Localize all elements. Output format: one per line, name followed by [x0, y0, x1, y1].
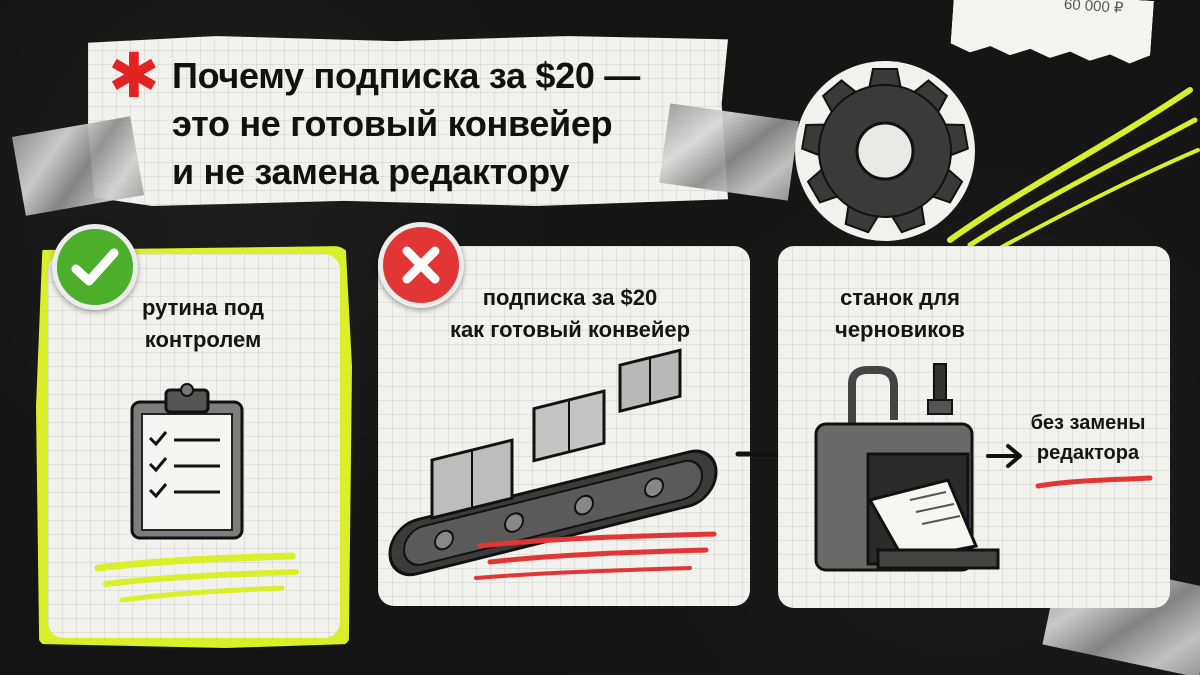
editor-label: без замены редактора — [1030, 412, 1146, 464]
subscription-label: подписка за $20 как готовый конвейер — [449, 285, 691, 342]
routine-label: рутина под контролем — [142, 295, 264, 352]
red-underline-short — [1035, 475, 1153, 489]
check-icon — [71, 248, 119, 286]
arrow-right-small-icon — [986, 444, 1022, 468]
page-title: Почему подписка за $20 — это не готовый … — [172, 55, 640, 192]
title-card — [88, 36, 728, 206]
conveyor-belt-icon — [388, 348, 718, 577]
clipboard-icon — [130, 383, 244, 540]
draft-machine-icon — [814, 363, 1000, 572]
cross-badge — [378, 222, 464, 308]
lime-scribble-decoration — [947, 87, 1200, 250]
gear-icon — [795, 61, 975, 241]
cross-icon — [402, 246, 440, 284]
asterisk-icon: ✱ — [108, 42, 160, 111]
check-badge — [52, 224, 138, 310]
machine-label: станок для черновиков — [835, 285, 965, 342]
lime-underline — [94, 552, 299, 603]
red-underline-scribble — [474, 531, 717, 580]
receipt-amount: 60 000 ₽ — [1063, 0, 1124, 17]
